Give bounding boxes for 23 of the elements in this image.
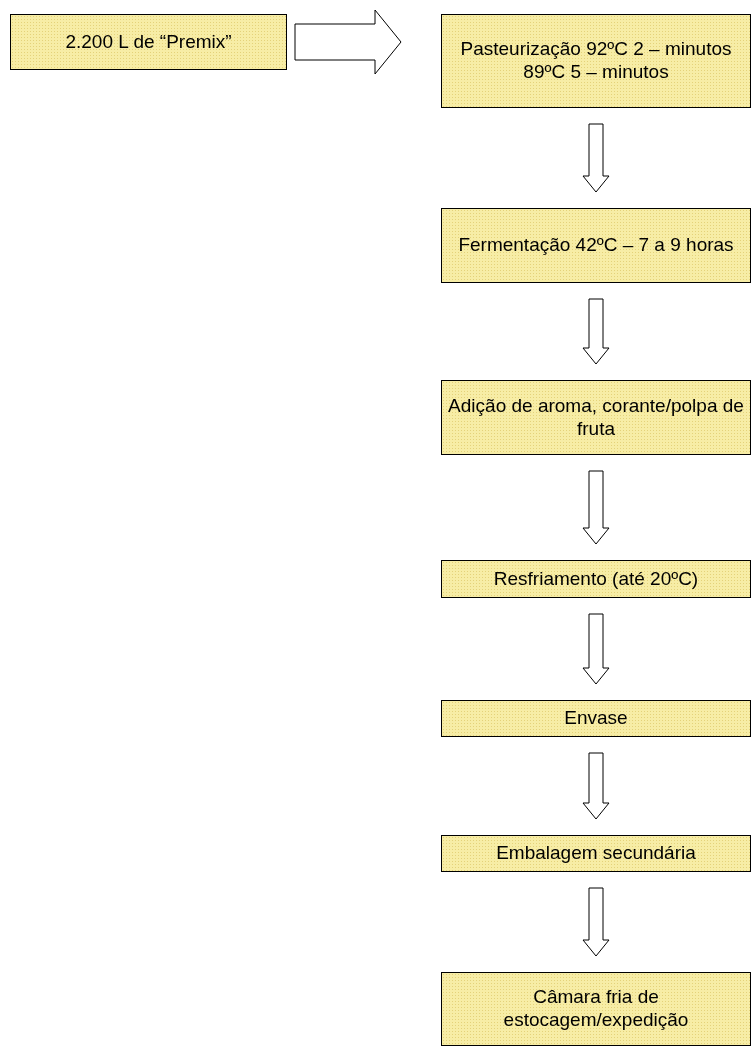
step-label: Câmara fria de estocagem/expedição [502,986,690,1032]
process-box [441,208,751,283]
step-label: Embalagem secundária [496,842,696,865]
step-label: 2.200 L de “Premix” [65,30,232,54]
block-arrow [294,9,402,75]
process-box [441,380,751,455]
block-arrow [582,123,610,193]
block-arrow [582,887,610,957]
process-box [441,560,751,598]
process-box [441,835,751,872]
block-arrow [582,613,610,685]
process-box [441,972,751,1046]
step-label: Resfriamento (até 20ºC) [493,567,699,591]
block-arrow [582,470,610,545]
block-arrow [582,752,610,820]
step-label: Pasteurização 92ºC 2 – minutos 89ºC 5 – minutos [459,38,733,84]
step-label: Fermentação 42ºC – 7 a 9 horas [458,234,734,257]
process-box [10,14,287,70]
step-label: Envase [564,707,628,730]
process-box [441,700,751,737]
block-arrow [582,298,610,365]
step-label: Adição de aroma, corante/polpa de fruta [447,394,745,441]
process-box [441,14,751,108]
